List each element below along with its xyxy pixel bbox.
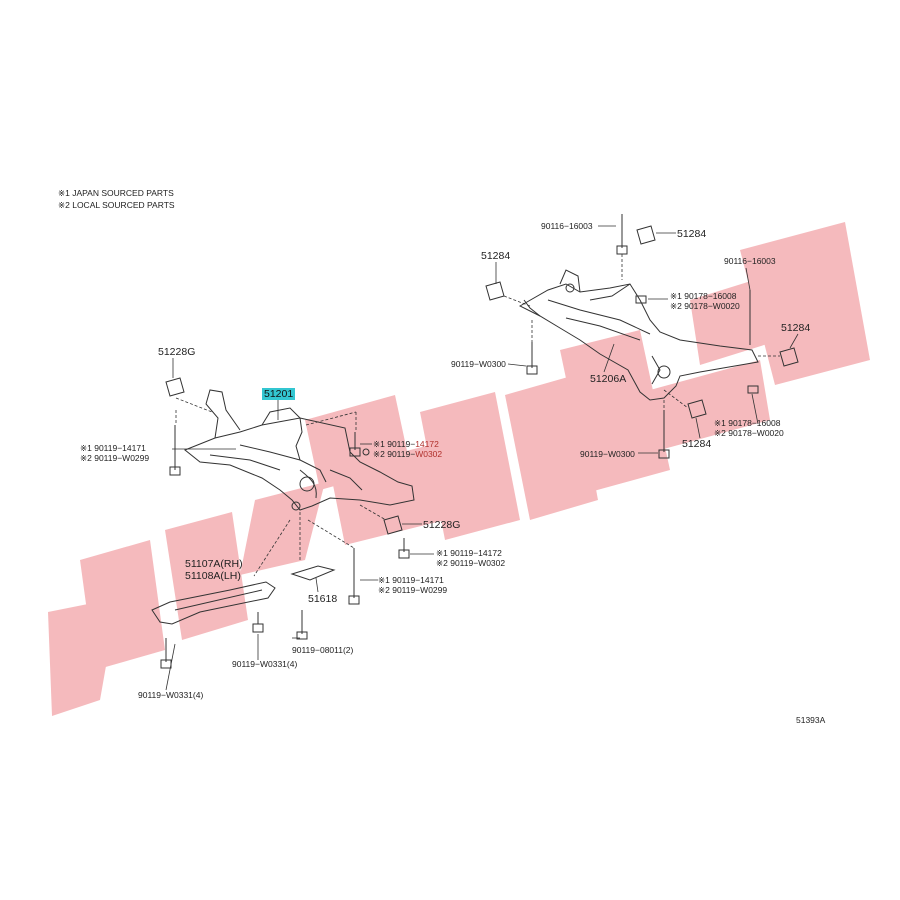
label-bolt-right-2-suffix: W0302 [415, 449, 443, 459]
label-bolt-right-2-prefix: ※2 90119− [373, 449, 416, 459]
label-bolt-right-2[interactable]: ※2 90119−W0302 [373, 449, 442, 459]
figure-id: 51393A [796, 715, 826, 725]
bolt-low[interactable] [398, 538, 410, 559]
label-51108A[interactable]: 51108A(LH) [185, 570, 241, 582]
label-51228G-right[interactable]: 51228G [423, 519, 461, 531]
legend-japan: ※1 JAPAN SOURCED PARTS [58, 188, 174, 198]
label-51284-low[interactable]: 51284 [682, 438, 712, 450]
label-nut-low-1[interactable]: ※1 90178−16008 [714, 418, 781, 428]
label-nut-right-1[interactable]: ※1 90178−16008 [670, 291, 737, 301]
bolt-right[interactable] [349, 432, 361, 457]
label-bolt-08011[interactable]: 90119−08011(2) [292, 645, 354, 655]
rear-subframe-51206A[interactable] [518, 269, 759, 401]
label-51201[interactable]: 51201 [262, 388, 296, 400]
label-51228G-top[interactable]: 51228G [158, 346, 196, 358]
label-nut-low-2[interactable]: ※2 90178−W0020 [714, 428, 784, 438]
bolt-08011[interactable] [296, 610, 308, 640]
label-nut-right-2[interactable]: ※2 90178−W0020 [670, 301, 740, 311]
bolt-left[interactable] [169, 425, 181, 476]
bushing-51284-low[interactable] [687, 399, 707, 419]
label-51618[interactable]: 51618 [308, 593, 338, 605]
label-bolt-w0331-mid[interactable]: 90119−W0331(4) [232, 659, 298, 669]
bushing-51284-top[interactable] [636, 225, 656, 245]
label-bolt-low-1[interactable]: ※1 90119−14172 [436, 548, 502, 558]
label-51284-left[interactable]: 51284 [481, 250, 511, 262]
bushing-51228G-right[interactable] [383, 515, 403, 535]
label-bolt-w0300-low[interactable]: 90119−W0300 [580, 449, 635, 459]
bushing-51284-left[interactable] [485, 281, 505, 301]
front-crossmember-51201[interactable] [184, 389, 415, 511]
label-bolt-left-1[interactable]: ※1 90119−14171 [80, 443, 146, 453]
bolt-w0300-low[interactable] [658, 410, 670, 459]
nut-right[interactable] [635, 295, 647, 304]
label-bolt-16003-top[interactable]: 90116−16003 [541, 221, 593, 231]
label-51284-right[interactable]: 51284 [781, 322, 811, 334]
bushing-51284-right[interactable] [779, 347, 799, 367]
label-bolt-right-1-suffix: 14172 [415, 439, 439, 449]
label-51201-text: 51201 [262, 388, 296, 400]
label-bolt-right-1-prefix: ※1 90119− [373, 439, 416, 449]
bushing-51228G-top[interactable] [165, 377, 185, 397]
brace-51107A-51108A[interactable] [151, 581, 276, 625]
label-bolt-right-1[interactable]: ※1 90119−14172 [373, 439, 439, 449]
label-51206A[interactable]: 51206A [590, 373, 627, 385]
plate-51618[interactable] [290, 565, 336, 581]
label-bolt-low2-1[interactable]: ※1 90119−14171 [378, 575, 444, 585]
bolt-low2[interactable] [348, 548, 360, 605]
bolt-w0300-left[interactable] [526, 342, 538, 375]
nut-low[interactable] [747, 385, 759, 394]
label-bolt-w0300-left[interactable]: 90119−W0300 [451, 359, 506, 369]
bolt-w0331-left[interactable] [160, 638, 172, 669]
label-51107A[interactable]: 51107A(RH) [185, 558, 243, 570]
label-bolt-low2-2[interactable]: ※2 90119−W0299 [378, 585, 448, 595]
bolt-16003-top[interactable] [616, 214, 628, 255]
label-bolt-low-2[interactable]: ※2 90119−W0302 [436, 558, 506, 568]
bolt-w0331-mid[interactable] [252, 612, 264, 633]
legend-local: ※2 LOCAL SOURCED PARTS [58, 200, 175, 210]
label-bolt-w0331-left[interactable]: 90119−W0331(4) [138, 690, 204, 700]
label-bolt-left-2[interactable]: ※2 90119−W0299 [80, 453, 150, 463]
label-bolt-16003-right[interactable]: 90116−16003 [724, 256, 776, 266]
label-51284-top[interactable]: 51284 [677, 228, 707, 240]
